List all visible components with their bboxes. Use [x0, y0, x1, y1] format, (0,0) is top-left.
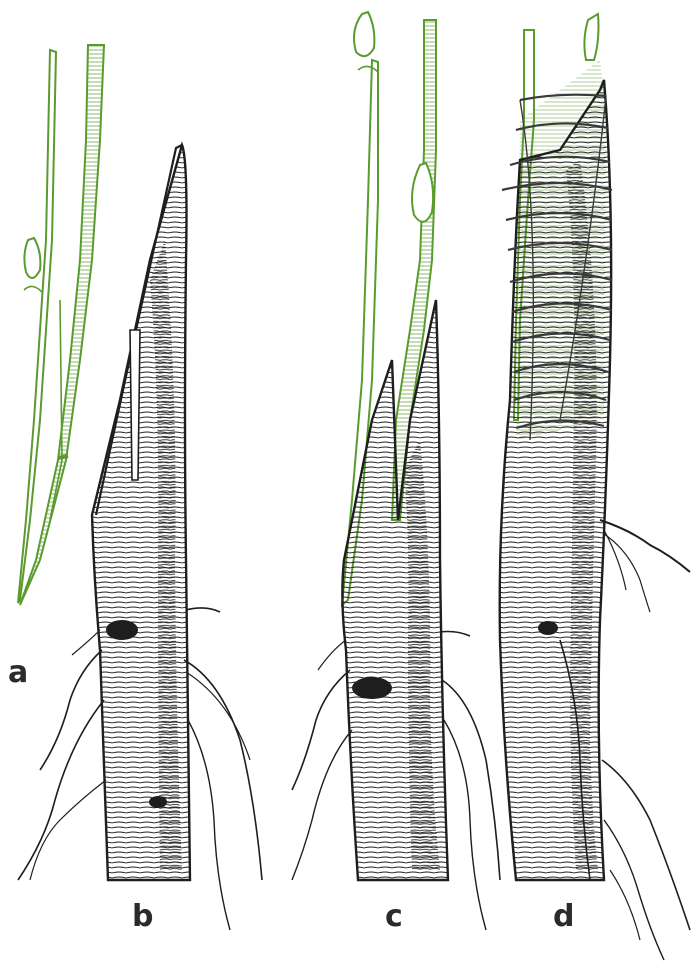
figure-b-rootstock	[18, 145, 262, 930]
figure-label-b: b	[132, 902, 153, 932]
figure-label-a: a	[8, 658, 28, 688]
figure-label-c: c	[385, 902, 403, 932]
figure-c-joined	[292, 12, 500, 930]
figure-d-bound	[500, 14, 690, 960]
figure-label-d: d	[553, 902, 574, 932]
